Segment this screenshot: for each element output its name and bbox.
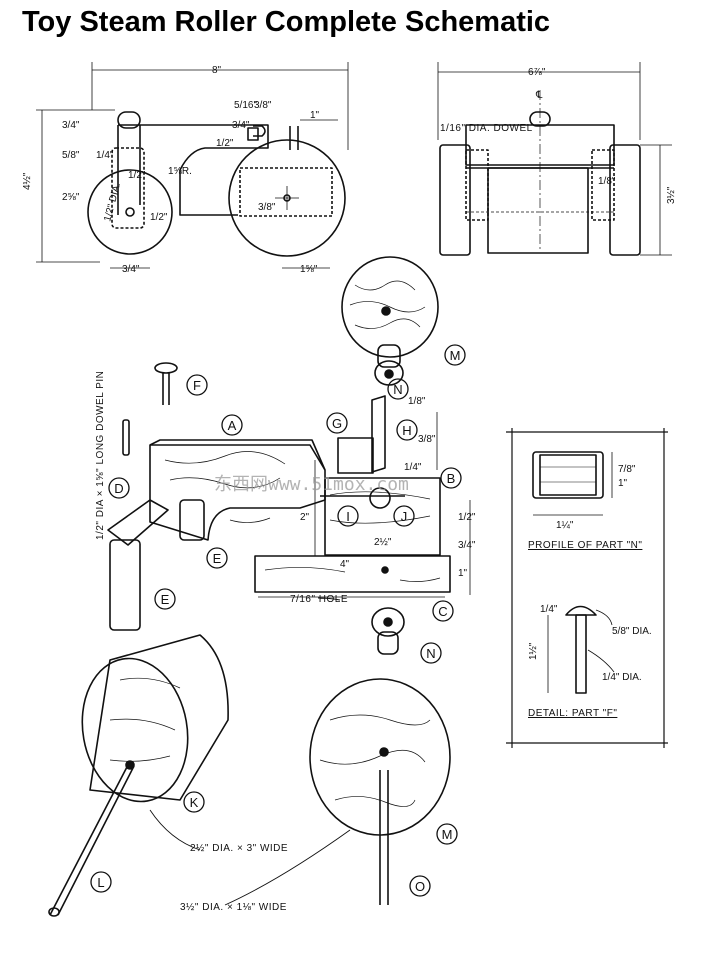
part-label: N bbox=[393, 382, 402, 397]
wheel-m-size: 3½" DIA. × 1⅛" WIDE bbox=[180, 902, 287, 913]
side-dim: 1/2" bbox=[216, 138, 234, 149]
profile-n-h2: 1" bbox=[618, 478, 628, 489]
part-label: J bbox=[401, 509, 408, 524]
detail-f-caption: DETAIL: PART "F" bbox=[528, 708, 617, 719]
part-label: O bbox=[415, 879, 425, 894]
front-width: 6⅞" bbox=[528, 67, 546, 78]
roller-k-size: 2½" DIA. × 3" WIDE bbox=[190, 843, 288, 854]
watermark-text: 东西网www.51mox.com bbox=[214, 474, 409, 495]
roller-dia-label: 1/2" DIA. bbox=[102, 182, 123, 223]
part-label: C bbox=[438, 604, 447, 619]
side-view bbox=[36, 62, 349, 269]
side-dim: 1⅝" bbox=[300, 264, 318, 275]
side-dim: 3/8" bbox=[258, 202, 276, 213]
body-height-dim: 2" bbox=[300, 512, 310, 523]
block-dim: 1" bbox=[458, 568, 468, 579]
side-dim: 1⅝R. bbox=[168, 166, 192, 177]
detail-panel-text: 1¼" 7/8" 1" PROFILE OF PART "N" 5/8" DIA… bbox=[528, 464, 652, 719]
part-label: M bbox=[442, 827, 453, 842]
part-letters: A B C D E E F G H I J K L M M N N O bbox=[97, 348, 460, 894]
block-dim: 1/2" bbox=[458, 512, 476, 523]
profile-n-width: 1¼" bbox=[556, 519, 574, 531]
base-width-dim: 4" bbox=[340, 559, 350, 570]
side-dim: 1" bbox=[310, 110, 320, 121]
side-dim: 5/16" bbox=[234, 100, 257, 111]
side-dim: 3/4" bbox=[62, 120, 80, 131]
part-label: L bbox=[97, 875, 104, 890]
exploded-dims: 2" 2½" 4" 1/2" 3/4" 1" 1/4" 3/8" 1/8" bbox=[300, 396, 476, 579]
part-label: H bbox=[402, 423, 411, 438]
block-dim: 3/4" bbox=[458, 540, 476, 551]
side-dim: 1/2" bbox=[128, 170, 146, 181]
detail-f-head: 5/8" DIA. bbox=[612, 626, 652, 637]
front-view bbox=[437, 62, 672, 256]
part-label: D bbox=[114, 481, 123, 496]
detail-f-top: 1/4" bbox=[540, 604, 558, 615]
side-dim: 1/4" bbox=[96, 150, 114, 161]
side-dim: 3/4" bbox=[232, 120, 250, 131]
detail-panel bbox=[506, 428, 668, 748]
part-callouts bbox=[90, 344, 466, 897]
part-label: I bbox=[346, 509, 350, 524]
part-label: B bbox=[447, 471, 456, 486]
part-label: K bbox=[190, 795, 199, 810]
side-dim: 3/4" bbox=[122, 264, 140, 275]
detail-f-shank: 1/4" DIA. bbox=[602, 672, 642, 683]
part-label: N bbox=[426, 646, 435, 661]
plate-dim: 3/8" bbox=[418, 434, 436, 445]
dowel-label: 1/16" DIA. DOWEL bbox=[440, 123, 533, 134]
part-label: F bbox=[193, 378, 201, 393]
detail-f-length: 1½" bbox=[528, 642, 539, 660]
page-title: Toy Steam Roller Complete Schematic bbox=[22, 6, 551, 38]
side-view-dims: 8" 4½" 5/16" 3/8" 1" 1/2" 1⅝R. 3/4" 5/8"… bbox=[22, 65, 320, 275]
side-height: 4½" bbox=[22, 172, 33, 190]
front-height: 3½" bbox=[666, 186, 677, 204]
part-label: M bbox=[450, 348, 461, 363]
exploded-view bbox=[48, 256, 471, 917]
side-dim: 1/2" bbox=[150, 212, 168, 223]
hole-label: 7/16" HOLE bbox=[290, 594, 348, 605]
block-width-dim: 2½" bbox=[374, 537, 392, 548]
part-label: G bbox=[332, 416, 342, 431]
part-label: A bbox=[228, 418, 237, 433]
plate-dim: 1/4" bbox=[404, 462, 422, 473]
plate-dim: 1/8" bbox=[408, 396, 426, 407]
side-width: 8" bbox=[212, 65, 222, 76]
annotations: 1/2" DIA × 1⅝" LONG DOWEL PIN 7/16" HOLE… bbox=[95, 371, 348, 913]
side-dim: 2⅝" bbox=[62, 192, 80, 203]
front-view-dims: 6⅞" ℄ 1/16" DIA. DOWEL 3½" 1/8" bbox=[440, 67, 677, 204]
side-dim: 3/8" bbox=[254, 100, 272, 111]
front-small-dim: 1/8" bbox=[598, 176, 616, 187]
side-dim: 5/8" bbox=[62, 150, 80, 161]
profile-n-caption: PROFILE OF PART "N" bbox=[528, 540, 642, 551]
dowel-pin-label: 1/2" DIA × 1⅝" LONG DOWEL PIN bbox=[95, 371, 106, 540]
centerline-mark: ℄ bbox=[535, 90, 543, 101]
part-label: E bbox=[213, 551, 222, 566]
profile-n-h1: 7/8" bbox=[618, 464, 636, 475]
part-label: E bbox=[161, 592, 170, 607]
